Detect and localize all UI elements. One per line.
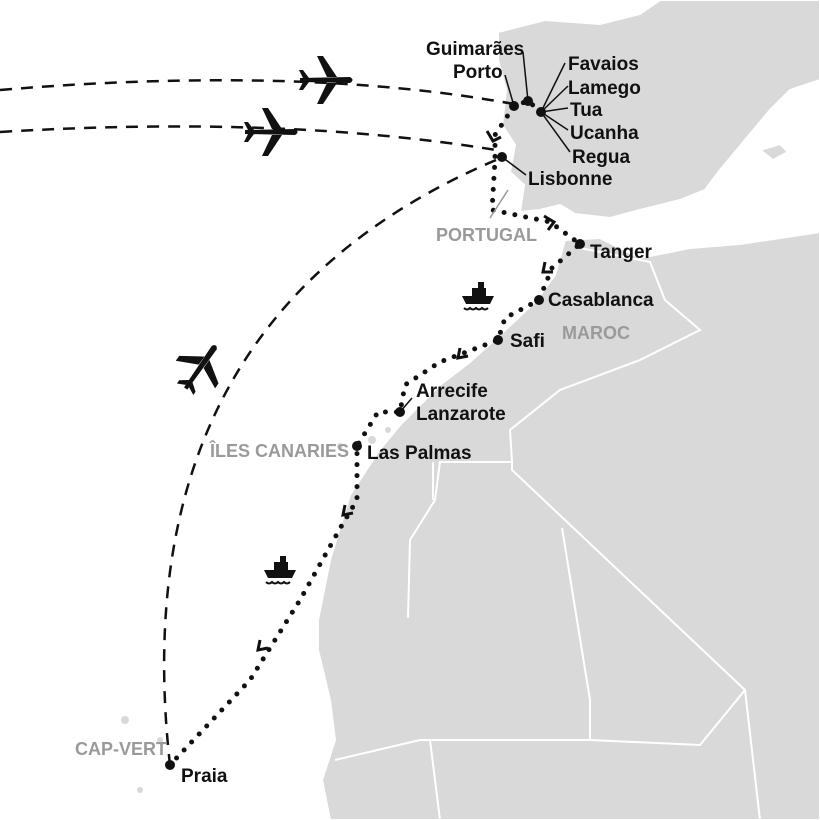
city-label: Favaios	[568, 54, 639, 75]
city-label: Porto	[453, 62, 503, 83]
city-label: Lamego	[568, 78, 641, 99]
land-sea-route	[167, 98, 585, 768]
city-label: Guimarães	[426, 39, 524, 60]
borders	[334, 247, 761, 820]
city-label: Safi	[510, 331, 545, 352]
chevron-arrow-icon	[543, 214, 557, 231]
chevron-arrow-icon	[256, 639, 269, 652]
balearic	[757, 142, 790, 162]
chevron-arrow-icon	[456, 347, 469, 360]
flight-route-praia	[162, 158, 497, 766]
chevron-arrow-icon	[341, 504, 354, 517]
airplane-icon	[244, 108, 298, 156]
country-label: CAP-VERT	[75, 739, 167, 759]
city-label: Lanzarote	[416, 404, 506, 425]
iberia-france	[497, 0, 820, 220]
city-label: Praia	[181, 766, 228, 787]
direction-arrows	[256, 130, 557, 652]
ship-icon	[264, 556, 296, 585]
city-label: Arrecife	[416, 381, 488, 402]
ship-icon	[462, 282, 494, 311]
city-label: Ucanha	[570, 123, 639, 144]
islands	[121, 427, 391, 793]
flight-routes	[0, 78, 515, 766]
flight-route-porto	[0, 78, 515, 106]
africa	[317, 230, 820, 820]
country-label: MAROC	[562, 323, 630, 343]
airplane-icon	[299, 56, 353, 104]
airplane-icon	[175, 345, 219, 396]
country-label: PORTUGAL	[436, 225, 537, 245]
country-label: ÎLES CANARIES	[209, 440, 349, 461]
chevron-arrow-icon	[485, 130, 502, 143]
chevron-arrow-icon	[541, 261, 553, 274]
leader-lines	[399, 51, 571, 413]
city-label: Tanger	[590, 242, 653, 263]
city-label: Regua	[572, 147, 631, 168]
city-label: Lisbonne	[528, 169, 612, 190]
land	[317, 0, 820, 820]
city-label: Tua	[570, 100, 603, 121]
city-label: Casablanca	[548, 290, 654, 311]
city-label: Las Palmas	[367, 443, 472, 464]
